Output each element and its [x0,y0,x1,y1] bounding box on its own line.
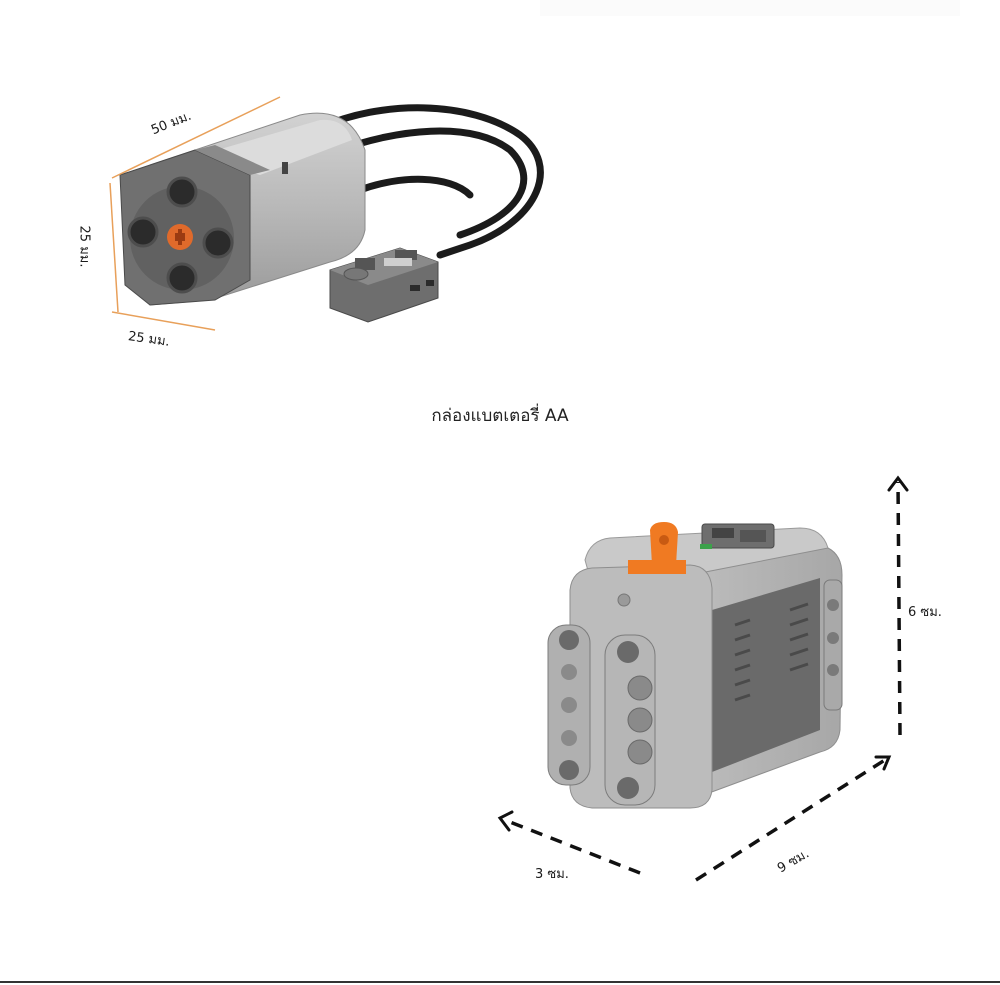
battery-box-height-label: 6 ซม. [908,605,942,620]
battery-box-top-connector [700,523,775,549]
motor-image [109,96,544,331]
motor-dimension-lines [109,96,281,331]
battery-box-front-beams [547,624,656,806]
battery-box-dimension-lines [504,481,902,882]
battery-box-depth-label: 3 ซม. [535,867,569,882]
battery-box-arrowheads [497,475,909,832]
bottom-divider [0,981,1000,983]
motor-height-label: 25 มม. [76,225,92,268]
motor-connector [329,247,439,323]
battery-box-caption: กล่องแบตเตอรี่ AA [431,406,569,426]
battery-box-image [497,475,909,882]
top-faint-strip [540,0,960,16]
battery-box-switch [628,522,686,574]
motor-front-face [127,176,234,294]
motor-cable [316,104,544,259]
